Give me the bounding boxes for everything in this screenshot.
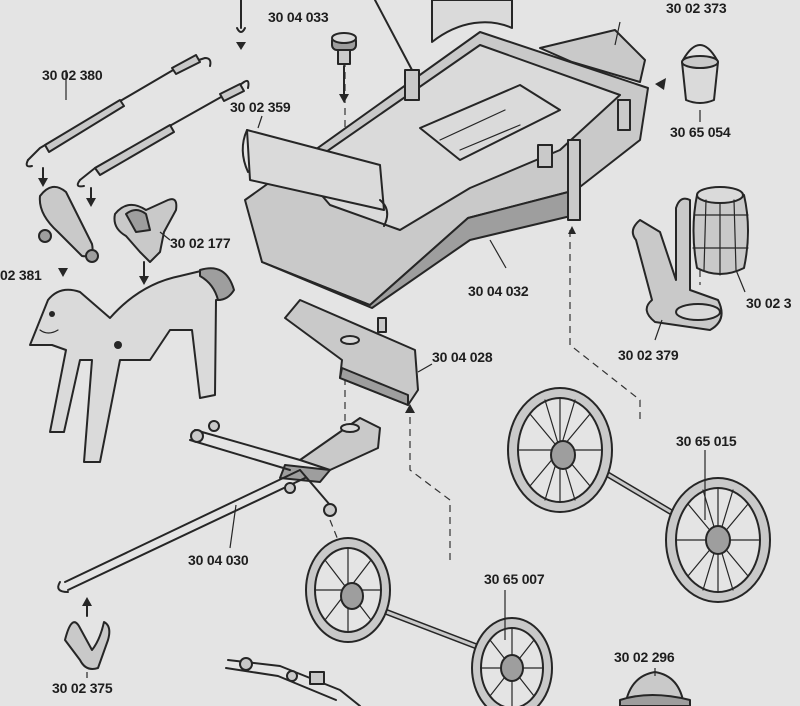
label-30-04-033: 30 04 033 [268, 9, 329, 25]
front-axle-part [305, 537, 553, 706]
label-30-04-032: 30 04 032 [468, 283, 529, 299]
label-30-02-380: 30 02 380 [42, 67, 103, 83]
label-30-02-379: 30 02 379 [618, 347, 679, 363]
harness-collar-part [38, 185, 99, 277]
shaft-part [57, 417, 381, 593]
chain-part [236, 0, 246, 50]
label-30-02-177: 30 02 177 [170, 235, 231, 251]
label-30-02-359: 30 02 359 [230, 99, 291, 115]
wagon-body-part [241, 29, 666, 309]
label-30-65-007: 30 65 007 [484, 571, 545, 587]
barrel-part [692, 186, 749, 276]
rear-axle-part [507, 387, 771, 603]
label-30-02-381: 02 381 [0, 267, 42, 283]
label-30-04-028: 30 04 028 [432, 349, 493, 365]
label-30-02-373: 30 02 373 [666, 0, 727, 16]
harness-strap-part [25, 54, 250, 207]
barrel-holder-part [631, 197, 723, 331]
hitch-part [64, 597, 111, 670]
horse-part [29, 267, 235, 463]
bucket-part [681, 44, 719, 104]
cover-part [374, 0, 513, 71]
harness-bottom-part [225, 657, 361, 706]
label-30-04-030: 30 04 030 [188, 552, 249, 568]
pin-part [331, 32, 357, 103]
hat-part [619, 671, 691, 706]
saddle-part [113, 198, 178, 285]
label-30-65-015: 30 65 015 [676, 433, 737, 449]
label-30-02-barrel: 30 02 3 [746, 295, 792, 311]
part-number-labels: 30 04 033 30 02 373 30 02 380 30 02 359 … [0, 0, 792, 696]
label-30-65-054: 30 65 054 [670, 124, 731, 140]
leader-lines [65, 21, 746, 678]
bolster-part [284, 299, 419, 413]
label-30-02-296: 30 02 296 [614, 649, 675, 665]
label-30-02-375: 30 02 375 [52, 680, 113, 696]
